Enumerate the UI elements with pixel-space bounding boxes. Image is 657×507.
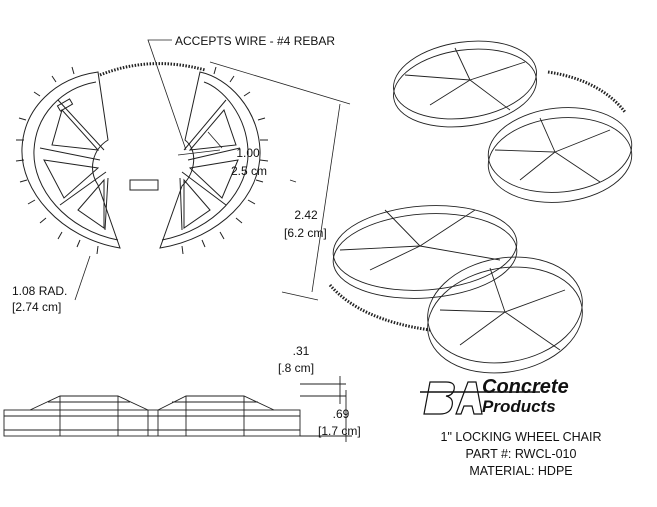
iso-view-bottom [328,205,583,374]
dia-dim-line [209,61,351,301]
side-base [3,409,301,437]
logo-word-products: Products [482,397,556,416]
iso2-strap [328,284,431,332]
side-view [3,376,352,442]
iso2-left-wheel [332,205,518,291]
wire-callout: ACCEPTS WIRE - #4 REBAR [175,34,336,48]
top-view-dimensions [74,39,351,301]
thick-dim-cm: [.8 cm] [278,361,315,375]
locking-strap-arc [99,62,206,77]
wire-leader [147,39,187,151]
height-dim-cm: [1.7 cm] [318,424,361,438]
side-thickness-dim [300,376,346,404]
height-dim-in: .69 [332,407,350,421]
top-view [15,62,269,255]
iso-view-top [393,40,633,203]
rad-dim-in: 1.08 RAD. [12,284,68,298]
title-part-number: PART #: RWCL-010 [465,447,577,461]
side-left-body [29,395,149,411]
iso1-right-wheel [487,107,633,193]
iso1-strap [547,70,627,113]
hub-leader [177,131,223,156]
hub-dim-in: 1.00 [236,146,260,160]
height-dim-cm-value: 1.7 cm [321,424,358,438]
ba-logo-mark [420,381,540,415]
thick-dim-in: .31 [292,344,310,358]
rad-leader [74,255,91,301]
title-part-name: 1" LOCKING WHEEL CHAIR [440,430,602,444]
side-right-body [157,395,275,411]
title-material: MATERIAL: HDPE [469,464,573,478]
dia-dim-cm: [6.2 cm] [284,226,327,240]
dia-dim-cm-value: 6.2 cm [287,226,324,240]
hub-dim-cm: 2.5 cm [230,164,267,178]
right-wheel-rim [159,71,261,249]
left-wheel-rim [21,71,121,249]
rad-dim-cm: [2.74 cm] [12,300,62,314]
dia-dim-in: 2.42 [294,208,318,222]
thick-dim-cm-value: .8 cm [281,361,311,375]
locking-tab [56,98,74,112]
logo-word-concrete: Concrete [482,376,569,398]
hub-slot [129,179,159,191]
side-height-dim [300,390,352,442]
